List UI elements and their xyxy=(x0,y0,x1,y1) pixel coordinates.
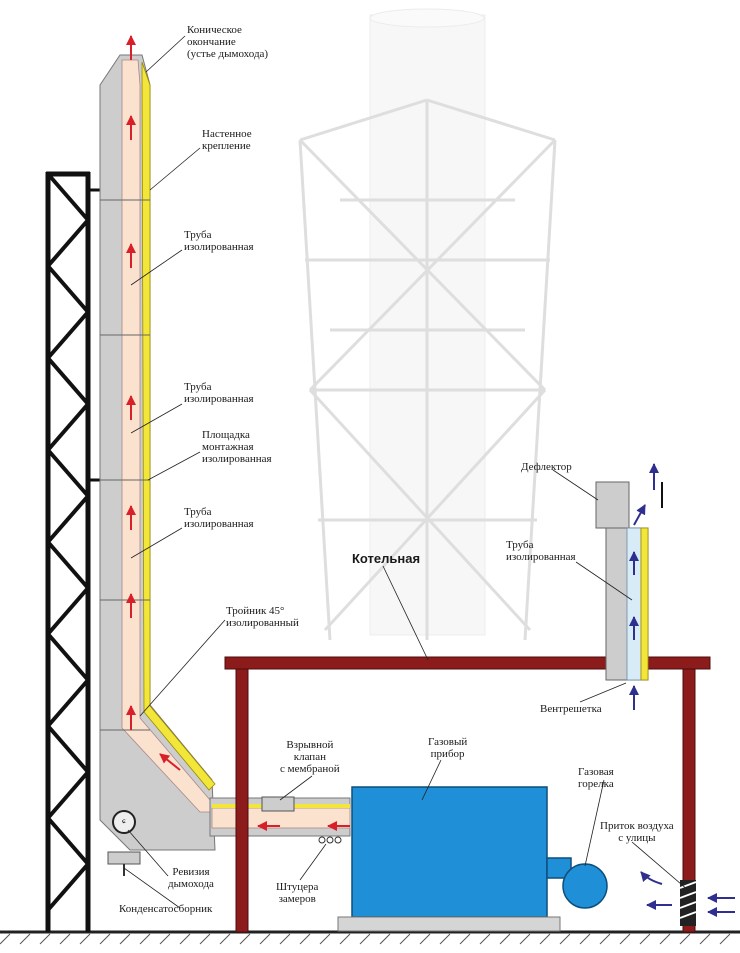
svg-text:ᶝ: ᶝ xyxy=(122,816,126,830)
label-boiler-room: Котельная xyxy=(352,551,421,566)
condensate-collector xyxy=(107,851,141,865)
explosion-valve-body xyxy=(261,796,295,812)
gas-appliance-body xyxy=(351,786,548,918)
label-mount-platform: Площадка монтажная изолированная xyxy=(202,429,272,465)
label-gas-burner: Газовая горелка xyxy=(578,766,614,790)
main-chimney: ᶝ xyxy=(99,35,351,876)
support-lattice-mast xyxy=(45,171,150,932)
inspection-hatch xyxy=(112,810,136,834)
label-pipe-insulated-1: Труба изолированная xyxy=(184,229,254,253)
ventilation-pipe xyxy=(595,463,663,710)
label-pipe-insulated-3: Труба изолированная xyxy=(184,506,254,530)
measurement-fittings xyxy=(318,836,342,844)
label-tee-45: Тройник 45° изолированный xyxy=(226,605,299,629)
gas-burner xyxy=(546,857,608,909)
label-vent-pipe: Труба изолированная xyxy=(506,539,576,563)
boiler-room-frame xyxy=(224,656,711,933)
label-fresh-air: Приток воздуха с улицы xyxy=(600,820,674,844)
background-tower xyxy=(298,8,557,641)
label-deflector: Дефлектор xyxy=(521,461,572,473)
appliance-base xyxy=(337,916,561,932)
label-vent-grille: Вентрешетка xyxy=(540,703,602,715)
label-measure-fittings: Штуцера замеров xyxy=(276,881,319,905)
label-wall-mount: Настенное крепление xyxy=(202,128,252,152)
label-gas-appliance: Газовый прибор xyxy=(428,736,468,760)
leader-lines xyxy=(123,35,689,909)
ground xyxy=(0,930,740,945)
label-conical-end: Коническое окончание (устье дымохода) xyxy=(187,24,269,60)
air-intake-grille xyxy=(640,871,735,926)
label-explosion-valve: Взрывной клапан с мембраной xyxy=(280,739,340,775)
label-condensate: Конденсатосборник xyxy=(119,903,213,915)
label-pipe-insulated-2: Труба изолированная xyxy=(184,381,254,405)
label-inspection: Ревизия дымохода xyxy=(168,866,214,890)
